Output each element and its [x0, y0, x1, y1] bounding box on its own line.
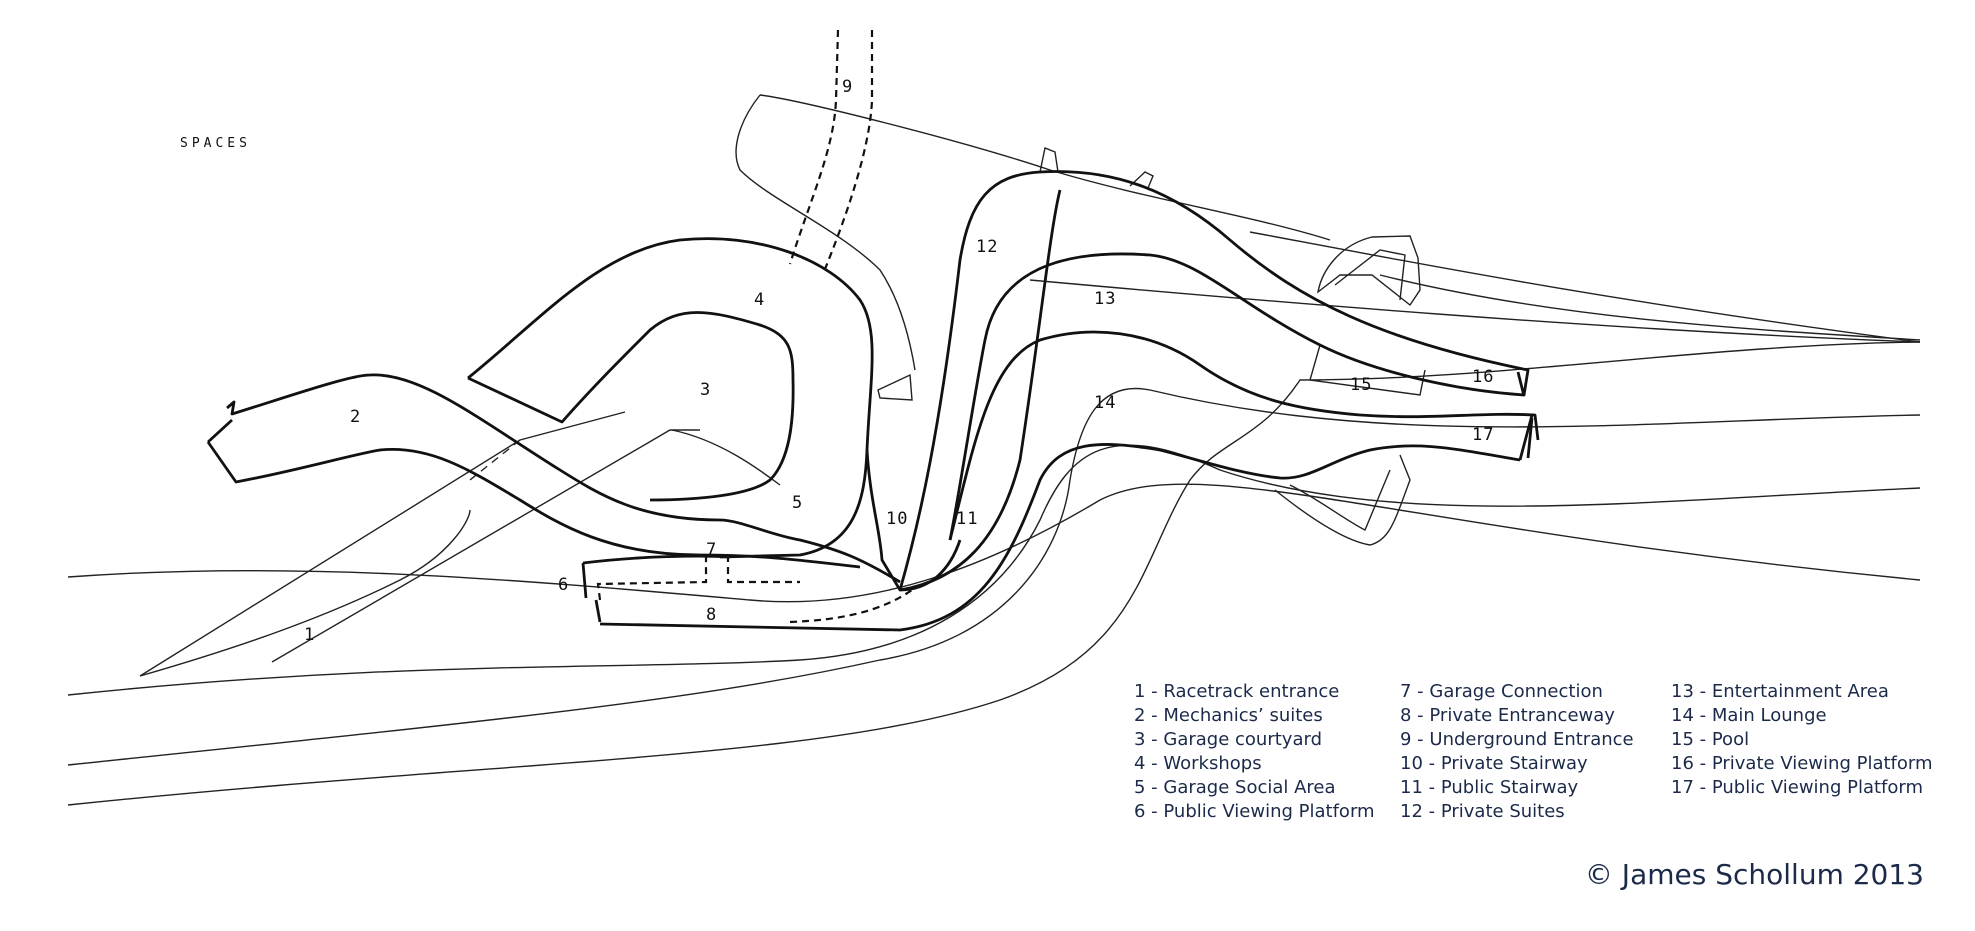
- legend-item: 1 - Racetrack entrance: [1134, 681, 1340, 702]
- contour-line: [67, 341, 1921, 806]
- racetrack-entrance-ramp: [139, 411, 781, 677]
- mechanics-suites-outline: [207, 418, 233, 444]
- plan-label-17: 17: [1472, 425, 1494, 445]
- ramp-curve: [671, 429, 781, 486]
- legend-column: 1 - Racetrack entrance 2 - Mechanics’ su…: [1134, 680, 1375, 824]
- legend-item: 11 - Public Stairway: [1400, 777, 1579, 798]
- boundary-line: [759, 94, 1331, 241]
- legend-item: 13 - Entertainment Area: [1671, 681, 1889, 702]
- plan-label-16: 16: [1472, 367, 1494, 387]
- legend-item: 10 - Private Stairway: [1400, 753, 1588, 774]
- roof-vent: [877, 373, 913, 401]
- contour-line: [139, 509, 471, 677]
- mechanics-suites-outline: [226, 373, 901, 584]
- legend-item: 15 - Pool: [1671, 729, 1750, 750]
- plan-label-11: 11: [956, 509, 978, 529]
- legend-item: 7 - Garage Connection: [1400, 681, 1603, 702]
- roof-vent: [1039, 147, 1059, 173]
- roof-vent: [1129, 171, 1154, 189]
- plan-label-5: 5: [792, 493, 803, 513]
- legend-item: 5 - Garage Social Area: [1134, 777, 1336, 798]
- legend-column: 13 - Entertainment Area 14 - Main Lounge…: [1671, 680, 1933, 800]
- building-outlines: [206, 170, 1540, 632]
- garage-connection-edge: [726, 555, 800, 584]
- roof-structures: [877, 147, 1154, 401]
- garage-connection-edge: [596, 555, 708, 601]
- legend-item: 8 - Private Entranceway: [1400, 705, 1615, 726]
- plan-label-6: 6: [558, 575, 569, 595]
- plan-heading: SPACES: [180, 136, 251, 151]
- viewing-platform-outline: [582, 554, 731, 565]
- contour-line: [67, 387, 1921, 766]
- pool-structure: [1274, 235, 1426, 546]
- boundary-line: [735, 94, 916, 371]
- workshops-outline: [467, 311, 795, 502]
- private-suites-outline: [898, 170, 1530, 591]
- viewing-platform-outline: [581, 562, 588, 599]
- pool-frame: [1289, 469, 1391, 531]
- terrain-contours: [67, 279, 1921, 806]
- main-lounge-outline: [599, 443, 1521, 632]
- contour-line: [271, 429, 700, 663]
- plan-label-3: 3: [700, 380, 711, 400]
- legend-item: 16 - Private Viewing Platform: [1671, 753, 1933, 774]
- pool-frame: [1316, 235, 1421, 307]
- main-lounge-outline: [899, 539, 962, 592]
- plan-label-9: 9: [842, 77, 853, 97]
- plan-label-1: 1: [304, 625, 315, 645]
- legend-item: 17 - Public Viewing Platform: [1671, 777, 1924, 798]
- mechanics-suites-outline: [206, 441, 861, 569]
- contour-line: [67, 483, 1921, 603]
- plan-label-2: 2: [350, 407, 361, 427]
- main-lounge-outline: [1518, 414, 1534, 461]
- plan-label-14: 14: [1094, 393, 1116, 413]
- legend-item: 2 - Mechanics’ suites: [1134, 705, 1323, 726]
- private-viewing-platform-tip: [1516, 371, 1526, 397]
- legend-item: 4 - Workshops: [1134, 753, 1262, 774]
- private-entranceway-edge: [789, 589, 913, 624]
- private-entranceway-outline: [594, 599, 602, 623]
- legend-column: 7 - Garage Connection 8 - Private Entran…: [1400, 680, 1634, 824]
- ramp-edge: [139, 411, 626, 677]
- plan-label-4: 4: [754, 290, 765, 310]
- site-boundary: [735, 94, 1921, 371]
- workshops-outline: [467, 237, 874, 559]
- underground-route-edge: [821, 30, 874, 275]
- underground-entrance-route: [788, 29, 874, 275]
- plan-label-13: 13: [1094, 289, 1116, 309]
- plan-label-12: 12: [976, 237, 998, 257]
- plan-label-7: 7: [706, 540, 717, 560]
- contour-line: [1029, 279, 1921, 343]
- plan-label-8: 8: [706, 605, 717, 625]
- entertainment-area-outline: [948, 330, 1540, 541]
- boundary-line: [1379, 274, 1921, 341]
- plan-number-labels: 1 2 3 4 5 6 7 8 9 10 11 12 13 14 15 16 1…: [304, 77, 1494, 645]
- legend-item: 12 - Private Suites: [1400, 801, 1565, 822]
- contour-line: [67, 444, 1921, 696]
- legend-item: 3 - Garage courtyard: [1134, 729, 1322, 750]
- plan-label-10: 10: [886, 509, 908, 529]
- copyright-credit: © James Schollum 2013: [1584, 858, 1924, 891]
- garage-connection-route: [596, 555, 913, 624]
- underground-route-edge: [788, 29, 840, 265]
- pool-frame: [1274, 454, 1411, 546]
- boundary-line: [1249, 231, 1921, 343]
- plan-label-15: 15: [1350, 375, 1372, 395]
- legend-item: 14 - Main Lounge: [1671, 705, 1827, 726]
- pool-frame: [1309, 344, 1426, 396]
- legend-item: 9 - Underground Entrance: [1400, 729, 1634, 750]
- public-viewing-platform-tip: [1526, 417, 1534, 459]
- legend-item: 6 - Public Viewing Platform: [1134, 801, 1375, 822]
- pool-frame: [1334, 249, 1406, 301]
- garage-social-area-outline: [865, 189, 1062, 592]
- ramp-tunnel-edge: [469, 439, 521, 481]
